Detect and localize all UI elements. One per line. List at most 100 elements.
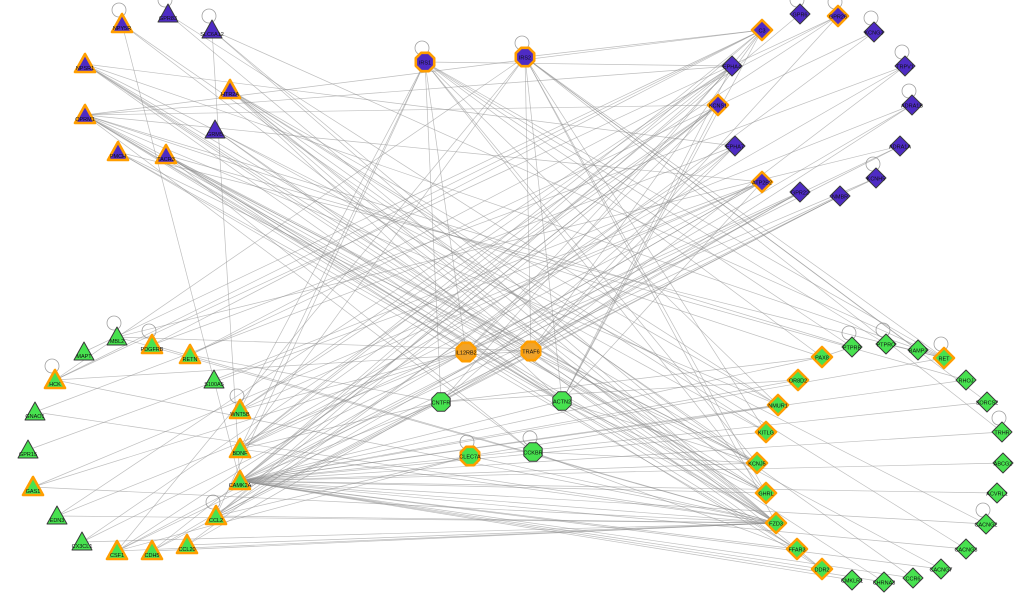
node-shape-CACNG2[interactable] [975,513,997,535]
node-shape-KCNJ5[interactable] [745,451,769,475]
node-shape-CLEC7A[interactable] [459,445,481,467]
node-shape-PDGFRB[interactable] [140,333,164,355]
node-PTPRO[interactable]: PTPRO [875,333,897,355]
node-KCNG3[interactable]: KCNG3 [863,21,885,43]
node-shape-PAX8[interactable] [810,345,834,369]
node-shape-KITLG[interactable] [754,420,778,444]
node-CX3CL1[interactable]: CX3CL1 [71,531,93,551]
node-shape-GNAO1[interactable] [24,401,46,421]
node-shape-NMBR[interactable] [829,185,851,207]
node-shape-CCL20[interactable] [175,533,199,555]
node-S100A5[interactable]: S100A5 [203,369,225,389]
node-shape-S100A5[interactable] [203,369,225,389]
node-shape-HCK[interactable] [43,368,67,390]
node-shape-SLC6A12[interactable] [201,19,223,39]
node-TRAF6[interactable]: TRAF6 [520,340,542,362]
node-HCK[interactable]: HCK [43,368,67,390]
node-GRM5[interactable]: GRM5 [204,119,226,139]
node-TRPV1[interactable]: TRPV1 [894,55,916,77]
node-CACNG3[interactable]: CACNG3 [955,538,978,560]
node-shape-GPR26[interactable] [826,4,850,28]
node-CNTFR[interactable]: CNTFR [431,392,451,412]
node-shape-RAMP3[interactable] [907,339,929,361]
node-C3[interactable]: C3 [750,18,774,42]
node-GPR26[interactable]: GPR26 [826,4,850,28]
node-GPR22[interactable]: GPR22 [789,181,811,203]
node-ADRA1B[interactable]: ADRA1B [901,94,923,116]
node-shape-CCL2[interactable] [204,504,228,526]
node-NMBR[interactable]: NMBR [829,185,851,207]
node-shape-TACR3[interactable] [154,143,178,165]
node-IRS2[interactable]: IRS2 [514,46,536,68]
node-CACNG2[interactable]: CACNG2 [975,513,998,535]
node-CLEC7A[interactable]: CLEC7A [459,445,481,467]
node-IL12RB2[interactable]: IL12RB2 [455,341,477,363]
node-GPR6[interactable]: GPR6 [789,3,811,25]
node-SORCS2[interactable]: SORCS2 [976,391,999,413]
node-CMKLR1[interactable]: CMKLR1 [841,569,863,591]
node-ACVRL1[interactable]: ACVRL1 [986,482,1008,504]
node-ADRA1A[interactable]: ADRA1A [889,135,911,157]
node-shape-CACNG7[interactable] [930,558,952,580]
node-shape-PTPRO[interactable] [875,333,897,355]
node-GNAO1[interactable]: GNAO1 [24,401,46,421]
node-shape-C3[interactable] [750,18,774,42]
node-shape-PMCH[interactable] [106,140,130,162]
node-shape-HTR2A[interactable] [218,78,242,100]
node-shape-CMKLR1[interactable] [841,569,863,591]
node-shape-IL12RB2[interactable] [455,341,477,363]
node-CCR6[interactable]: CCR6 [902,567,924,589]
node-NPSR1[interactable]: NPSR1 [73,52,97,74]
node-shape-OPRM1[interactable] [73,103,97,125]
node-shape-RETN[interactable] [178,343,202,365]
node-shape-GPR22[interactable] [789,181,811,203]
node-WNT5B[interactable]: WNT5B [228,398,252,420]
node-HTR2A[interactable]: HTR2A [218,78,242,100]
node-CCL20[interactable]: CCL20 [175,533,199,555]
node-MAPT[interactable]: MAPT [73,341,95,361]
node-RHOJ[interactable]: RHOJ [955,369,977,391]
node-shape-CX3CL1[interactable] [71,531,93,551]
node-shape-CACNG3[interactable] [955,538,977,560]
node-shape-TRHR[interactable] [991,421,1013,443]
node-shape-GPR6[interactable] [789,3,811,25]
node-shape-RET[interactable] [932,346,956,370]
node-shape-CDH5[interactable] [140,539,164,561]
node-shape-FFAR3[interactable] [785,537,809,561]
node-shape-GHRL[interactable] [754,481,778,505]
node-shape-OR8D2[interactable] [786,368,810,392]
node-shape-KCNH5[interactable] [865,167,887,189]
node-OR8D2[interactable]: OR8D2 [786,368,810,392]
node-GPR15[interactable]: GPR15 [17,439,39,459]
node-shape-BDNF[interactable] [228,437,252,459]
node-shape-EDN3[interactable] [46,505,68,525]
node-shape-DDR2[interactable] [810,557,834,581]
node-shape-CCR6[interactable] [902,567,924,589]
node-shape-KCNG3[interactable] [863,21,885,43]
node-GHRL[interactable]: GHRL [754,481,778,505]
node-shape-CHRNA3[interactable] [873,571,895,593]
node-shape-MBL2[interactable] [106,326,128,346]
node-NPY5R[interactable]: NPY5R [110,12,134,34]
node-KCNH5[interactable]: KCNH5 [865,167,887,189]
node-GPR83[interactable]: GPR83 [157,3,179,23]
node-shape-EPHA7[interactable] [724,135,746,157]
node-shape-GAS1[interactable] [21,475,45,497]
node-shape-NPSR1[interactable] [73,52,97,74]
node-shape-ADRA1B[interactable] [901,94,923,116]
node-shape-SORCS2[interactable] [976,391,998,413]
node-shape-ACTN2[interactable] [552,391,572,411]
node-shape-GRM5[interactable] [204,119,226,139]
node-shape-IRS1[interactable] [414,51,436,73]
node-shape-ABCG2[interactable] [992,452,1014,474]
node-TRHR[interactable]: TRHR [991,421,1013,443]
node-ACTN2[interactable]: ACTN2 [552,391,572,411]
node-shape-KCNS1[interactable] [706,93,730,117]
node-KITLG[interactable]: KITLG [754,420,778,444]
node-CCL2[interactable]: CCL2 [204,504,228,526]
node-shape-ATP2B2[interactable] [750,170,774,194]
node-shape-NPY5R[interactable] [110,12,134,34]
node-shape-CSF1[interactable] [105,539,129,561]
node-shape-ACVRL1[interactable] [986,482,1008,504]
node-shape-IRS2[interactable] [514,46,536,68]
